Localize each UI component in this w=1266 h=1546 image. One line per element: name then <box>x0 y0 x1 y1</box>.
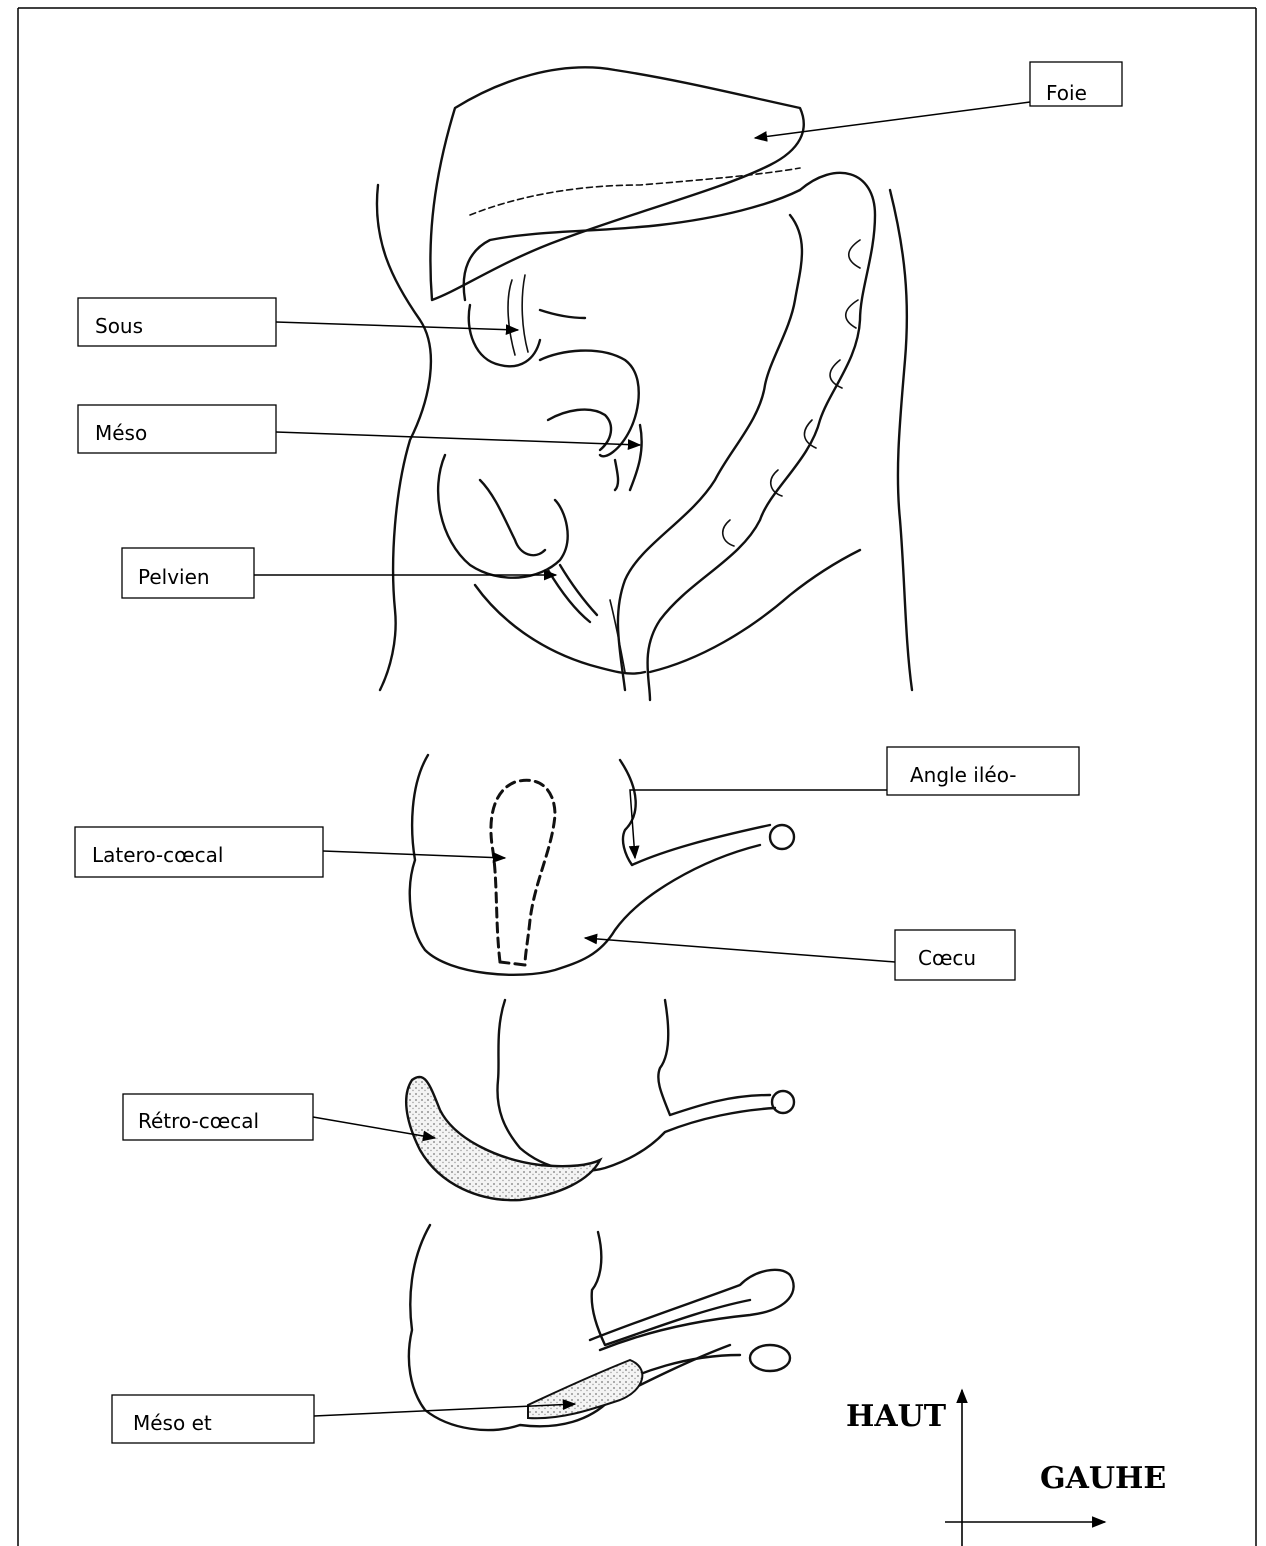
label-foie: Foie <box>1030 62 1122 106</box>
label-retro: Rétro-cœcal <box>123 1094 313 1140</box>
label-meso-et-text: Méso et <box>133 1411 212 1435</box>
label-coecu-text: Cœcu <box>918 946 976 970</box>
label-meso: Méso <box>78 405 276 453</box>
orientation-axes: HAUT GAUHE <box>846 1390 1166 1546</box>
label-pelvien: Pelvien <box>122 548 254 598</box>
label-retro-text: Rétro-cœcal <box>138 1109 259 1133</box>
label-foie-text: Foie <box>1046 81 1087 105</box>
label-meso-text: Méso <box>95 421 147 445</box>
meso-caecal-illustration <box>409 1225 794 1430</box>
label-coecu: Cœcu <box>895 930 1015 980</box>
label-angle: Angle iléo- <box>887 747 1079 795</box>
liver-shape <box>430 67 803 300</box>
leader-coecu <box>585 938 895 962</box>
leader-angle <box>630 790 887 858</box>
retro-appendix-shape <box>406 1077 600 1200</box>
label-latero-text: Latero-cœcal <box>92 843 223 867</box>
direction-haut: HAUT <box>846 1399 947 1434</box>
label-pelvien-text: Pelvien <box>138 565 210 589</box>
leader-meso <box>276 432 640 445</box>
leader-sous <box>276 322 518 330</box>
direction-gauche: GAUHE <box>1040 1461 1166 1496</box>
label-meso-et: Méso et <box>112 1395 314 1443</box>
latero-caecal-illustration <box>410 755 794 975</box>
abdomen-illustration <box>377 67 912 700</box>
label-latero: Latero-cœcal <box>75 827 323 877</box>
label-angle-text: Angle iléo- <box>910 763 1017 787</box>
retro-caecal-illustration <box>406 1000 794 1200</box>
label-sous-text: Sous <box>95 314 143 338</box>
label-sous: Sous <box>78 298 276 346</box>
